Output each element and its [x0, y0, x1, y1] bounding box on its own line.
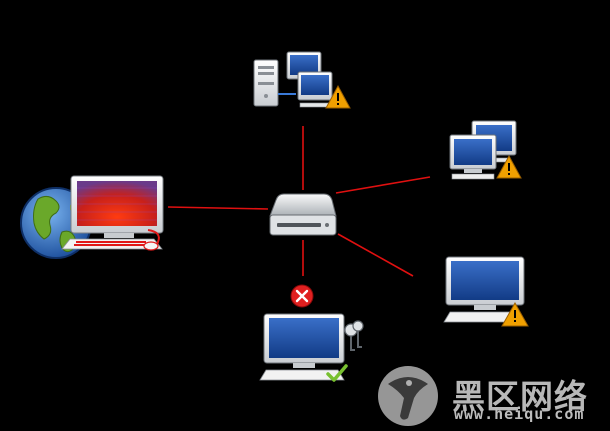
hub-node	[269, 193, 337, 236]
right-top-node	[449, 120, 522, 180]
check-icon	[326, 364, 348, 382]
bottom-node	[259, 284, 364, 382]
watermark-url: www.heiqu.com	[454, 405, 585, 423]
warning-icon	[325, 84, 351, 109]
computer-icon	[443, 256, 525, 323]
infected-computer-icon	[61, 175, 164, 251]
top-node	[253, 51, 351, 109]
right-bottom-node	[443, 256, 529, 327]
keys-icon	[344, 320, 364, 351]
monitor-icon	[449, 134, 497, 180]
monitor-icon	[297, 71, 333, 108]
warning-icon	[496, 154, 522, 179]
link-hub-right-bottom	[337, 233, 414, 277]
links	[167, 126, 431, 277]
blocked-icon	[290, 284, 314, 308]
warning-icon	[501, 301, 529, 327]
link-hub-right-top	[335, 176, 431, 194]
watermark-logo-icon	[378, 366, 438, 426]
computer-icon	[259, 313, 345, 381]
server-tower-icon	[253, 59, 279, 107]
drive-icon	[269, 193, 337, 236]
link-attacker-hub	[167, 206, 269, 210]
attacker-node	[20, 175, 164, 259]
watermark-title: 黑区网络	[452, 377, 588, 416]
